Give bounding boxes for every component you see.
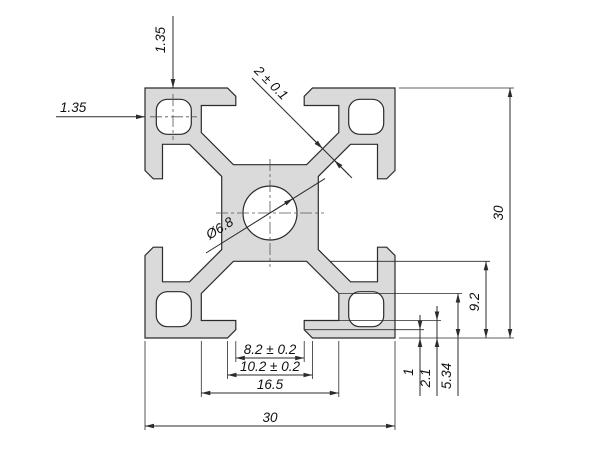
dimension-labels: 1.35 1.35 2 ± 0.1 Ø6.8 30 9.2 5.34 2.1 1… — [60, 26, 506, 425]
arrow-center-hole — [269, 198, 294, 214]
slot-opening-label: 8.2 ± 0.2 — [244, 342, 297, 357]
lip-thickness-label: 2.1 — [418, 369, 433, 389]
slot-underhead-label: 10.2 ± 0.2 — [240, 359, 300, 374]
dimension-lines — [56, 16, 514, 430]
height-label: 30 — [491, 205, 506, 221]
lip-chamfer-label: 1 — [401, 368, 416, 376]
slot-wall-label: 5.34 — [439, 363, 454, 389]
profile-section — [144, 87, 396, 339]
leader-center-hole — [205, 178, 326, 254]
slot-cavity-label: 16.5 — [257, 377, 284, 392]
slot-depth-label: 9.2 — [467, 292, 482, 311]
arrow-slot-web-b — [334, 160, 350, 176]
width-label: 30 — [262, 410, 278, 425]
wall-left-label: 1.35 — [60, 100, 87, 115]
arrow-slot-web-a — [307, 133, 323, 149]
wall-top-label: 1.35 — [153, 26, 168, 53]
